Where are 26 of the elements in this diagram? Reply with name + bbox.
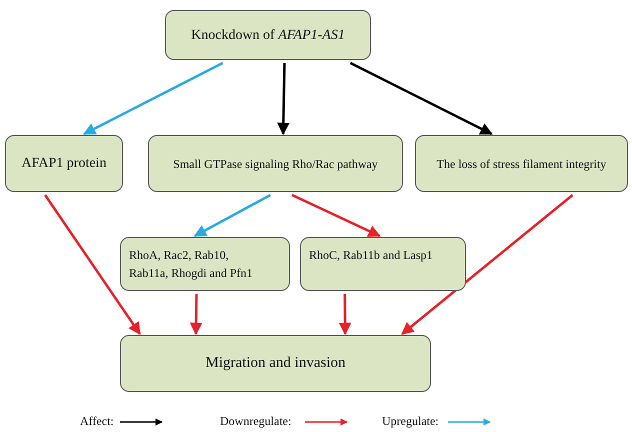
arrow — [338, 294, 352, 336]
process-box — [120, 335, 431, 392]
arrow — [292, 194, 381, 238]
process-box — [415, 135, 628, 192]
arrow — [44, 194, 141, 336]
box-label: RhoA, Rac2, Rab10, Rab11a, Rhogdi and Pfn1 — [129, 247, 254, 282]
box-label: The loss of stress filament integrity — [436, 156, 606, 172]
legend-label: Upregulate: — [382, 414, 439, 429]
arrow — [401, 194, 574, 335]
box-label: AFAP1 protein — [22, 155, 106, 173]
arrow — [190, 294, 202, 336]
arrow — [277, 62, 290, 136]
arrow — [82, 62, 224, 136]
legend-label: Affect: — [80, 414, 114, 429]
box-label: RhoC, Rab11b and Lasp1 — [309, 247, 433, 264]
box-label: Migration and invasion — [206, 354, 346, 374]
process-box — [165, 10, 371, 60]
process-box — [148, 135, 403, 192]
process-box — [120, 237, 290, 291]
legend-label: Downregulate: — [220, 414, 292, 429]
process-box — [300, 237, 466, 291]
arrow — [194, 194, 271, 238]
box-label: Knockdown of AFAP1-AS1 — [191, 26, 345, 44]
box-label: Small GTPase signaling Rho/Rac pathway — [173, 156, 378, 172]
process-box — [5, 135, 123, 192]
arrow — [350, 62, 493, 136]
